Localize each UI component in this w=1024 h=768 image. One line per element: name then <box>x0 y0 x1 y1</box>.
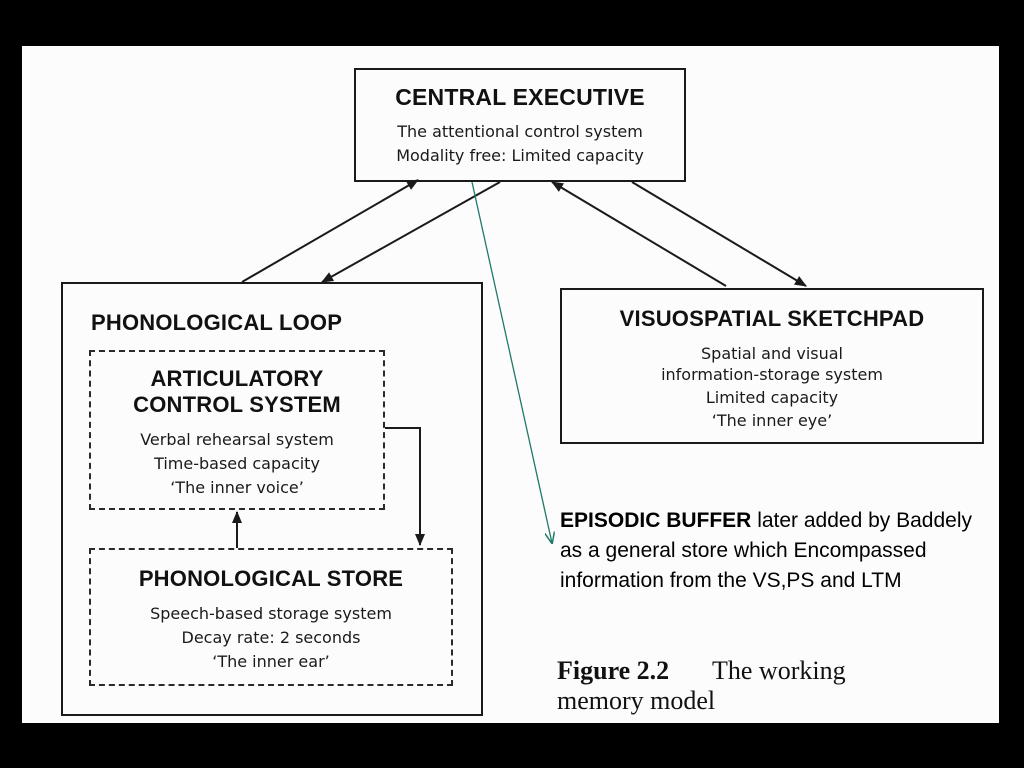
figure-caption: Figure 2.2 The working memory model <box>557 656 846 715</box>
articulatory-line-3: ‘The inner voice’ <box>170 478 304 497</box>
figure-caption-text: The working memory model <box>557 656 846 715</box>
central-executive-title: CENTRAL EXECUTIVE <box>395 84 645 110</box>
visuospatial-title: VISUOSPATIAL SKETCHPAD <box>619 306 925 331</box>
visuospatial-line-2: information-storage system <box>661 365 883 384</box>
central-executive-box: CENTRAL EXECUTIVE The attentional contro… <box>354 68 686 182</box>
figure-number: Figure 2.2 <box>557 656 670 685</box>
articulatory-line-2: Time-based capacity <box>154 454 320 473</box>
articulatory-title-line-2: CONTROL SYSTEM <box>133 392 341 417</box>
phonological-store-line-1: Speech-based storage system <box>150 604 392 623</box>
visuospatial-sketchpad-box: VISUOSPATIAL SKETCHPAD Spatial and visua… <box>560 288 984 444</box>
articulatory-control-box: ARTICULATORY CONTROL SYSTEM Verbal rehea… <box>89 350 385 510</box>
visuospatial-line-4: ‘The inner eye’ <box>711 411 833 430</box>
episodic-buffer-label: EPISODIC BUFFER <box>560 509 752 532</box>
phonological-store-title: PHONOLOGICAL STORE <box>138 566 404 591</box>
phonological-store-line-3: ‘The inner ear’ <box>212 652 330 671</box>
visuospatial-line-1: Spatial and visual <box>701 344 843 363</box>
central-executive-line-1: The attentional control system <box>397 122 643 141</box>
phonological-store-line-2: Decay rate: 2 seconds <box>181 628 361 647</box>
central-executive-line-2: Modality free: Limited capacity <box>396 146 644 165</box>
episodic-buffer-text: later added by Baddely as a general stor… <box>560 509 973 592</box>
visuospatial-line-3: Limited capacity <box>705 388 839 407</box>
articulatory-line-1: Verbal rehearsal system <box>140 430 334 449</box>
articulatory-title-line-1: ARTICULATORY <box>150 366 324 391</box>
episodic-buffer-note: EPISODIC BUFFER later added by Baddely a… <box>560 506 980 596</box>
phonological-store-box: PHONOLOGICAL STORE Speech-based storage … <box>89 548 453 686</box>
phonological-loop-title: PHONOLOGICAL LOOP <box>91 310 343 335</box>
